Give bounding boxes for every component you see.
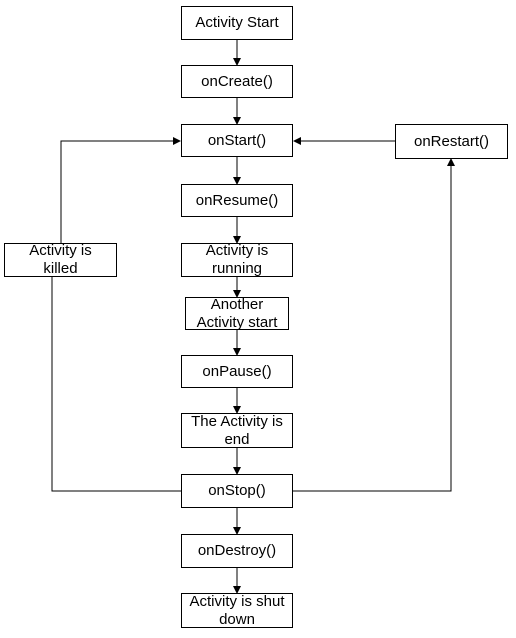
node-label: Activity is shut down (189, 593, 285, 628)
node-label: onStop() (208, 482, 266, 499)
node-on-start: onStart() (181, 124, 293, 157)
arrow-killed-to-start (60, 137, 181, 243)
line-stop-to-killed (51, 277, 181, 492)
node-activity-end: The Activity is end (181, 413, 293, 448)
node-label: Activity Start (195, 14, 279, 31)
node-label: Activity is killed (29, 243, 92, 277)
node-on-stop: onStop() (181, 474, 293, 508)
node-label: onPause() (202, 362, 272, 380)
node-label: Another Activity start (196, 297, 278, 330)
arrow-stop-to-restart (293, 158, 455, 492)
node-on-pause: onPause() (181, 355, 293, 388)
node-activity-shutdown: Activity is shut down (181, 593, 293, 628)
node-label: Activity is running (205, 243, 269, 277)
node-label: The Activity is end (191, 413, 283, 448)
node-label: onCreate() (201, 72, 273, 90)
node-activity-killed: Activity is killed (4, 243, 117, 277)
node-activity-start: Activity Start (181, 6, 293, 40)
node-another-activity-start: Another Activity start (185, 297, 289, 330)
node-label: onDestroy() (197, 542, 277, 559)
node-label: onStart() (207, 131, 267, 149)
node-on-resume: onResume() (181, 184, 293, 217)
node-label: onResume() (195, 191, 279, 209)
node-on-create: onCreate() (181, 65, 293, 98)
node-label: onRestart() (413, 132, 490, 150)
node-on-destroy: onDestroy() (181, 534, 293, 568)
node-activity-running: Activity is running (181, 243, 293, 277)
node-on-restart: onRestart() (395, 124, 508, 159)
